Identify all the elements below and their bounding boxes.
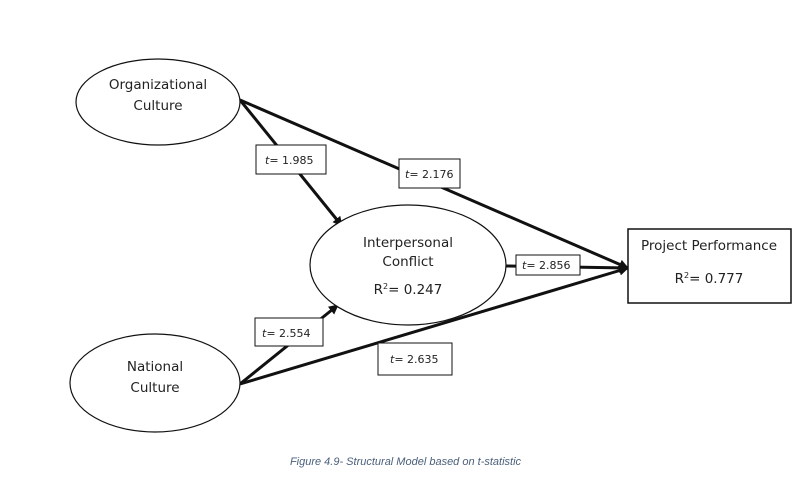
t-stat-org-to-conflict: t= 1.985 [255,144,327,175]
r-squared-label: R2= 0.247 [374,282,443,298]
t-stat-text: t= 2.176 [405,168,454,181]
t-stat-national-to-performance: t= 2.635 [377,342,453,376]
node-label: Interpersonal [363,235,453,251]
node-interpersonal-conflict: Interpersonal Conflict R2= 0.247 [309,204,507,326]
node-project-performance: Project Performance R2= 0.777 [627,228,792,304]
t-stat-text: t= 1.985 [265,154,314,167]
arrow-national-to-performance [239,265,629,386]
node-label: Organizational [109,77,207,93]
node-label: Project Performance [641,238,777,254]
node-label: Conflict [382,254,433,270]
node-label: Culture [133,98,182,114]
t-stat-text: t= 2.635 [390,353,439,366]
node-label: Culture [130,380,179,396]
t-stat-conflict-to-performance: t= 2.856 [515,254,581,276]
figure-caption: Figure 4.9- Structural Model based on t-… [289,456,522,468]
t-stat-national-to-conflict: t= 2.554 [254,317,324,347]
t-stat-text: t= 2.856 [522,259,571,272]
node-national-culture: National Culture [69,333,241,433]
r-squared-label: R2= 0.777 [675,271,744,287]
node-organizational-culture: Organizational Culture [75,58,241,146]
t-stat-text: t= 2.554 [262,327,311,340]
t-stat-org-to-performance: t= 2.176 [398,158,461,189]
node-label: National [127,359,183,375]
